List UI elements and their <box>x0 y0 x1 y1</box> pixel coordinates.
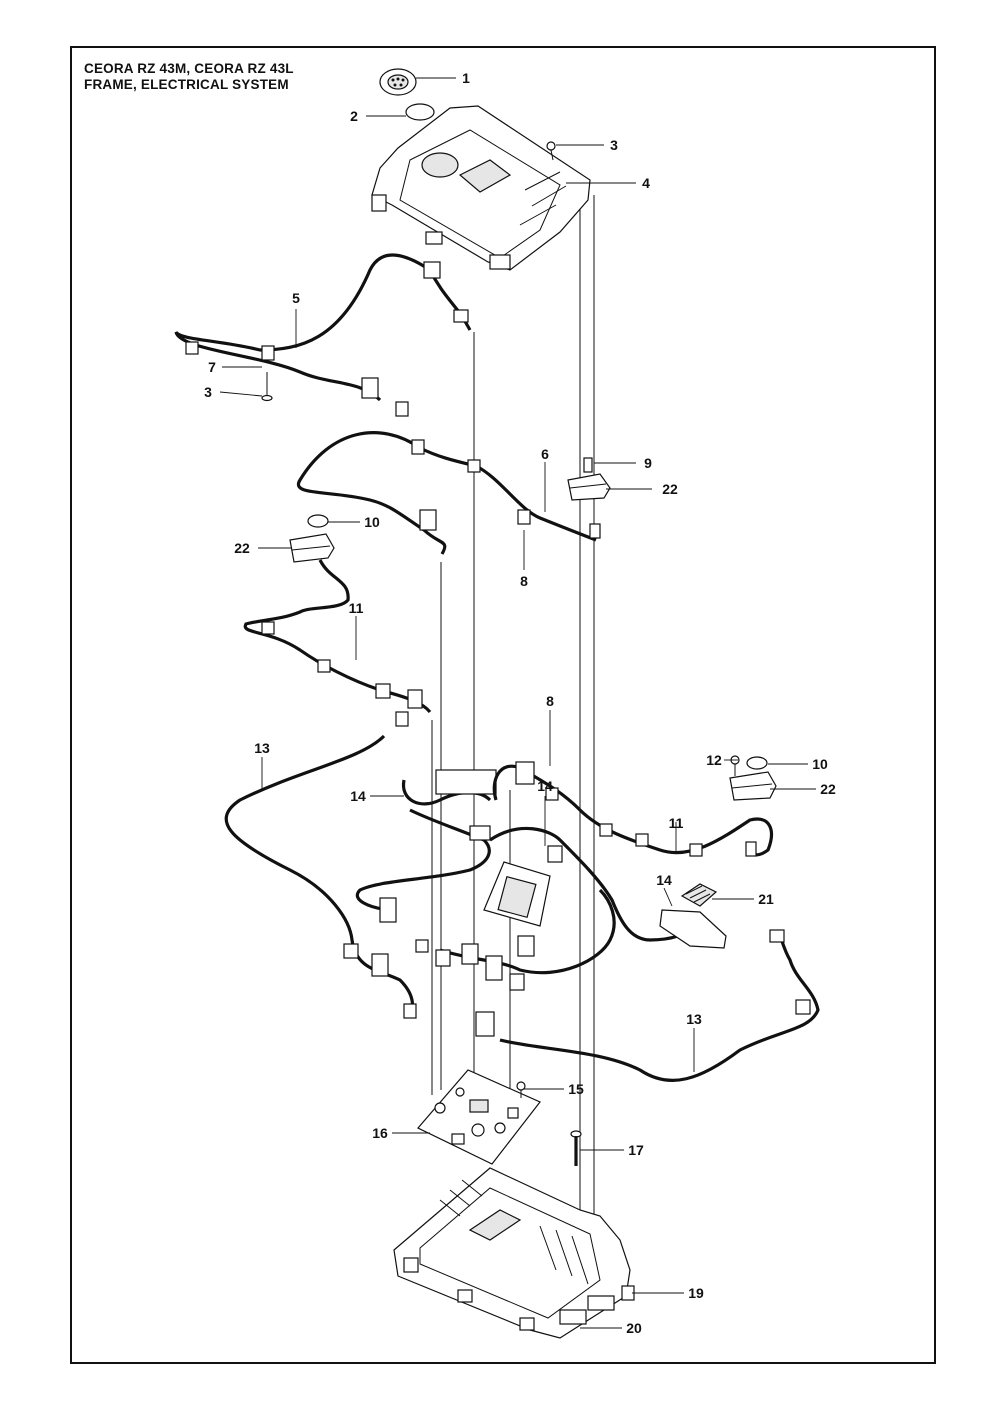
part-11-harness-right <box>492 761 773 857</box>
callout-8-upper: 8 <box>520 573 528 589</box>
callout-14-left: 14 <box>350 788 366 804</box>
part-11-harness-left <box>243 559 432 727</box>
callout-6: 6 <box>541 446 549 462</box>
callout-3-left: 3 <box>204 384 212 400</box>
callout-10-left: 10 <box>364 514 380 530</box>
callout-14-right: 14 <box>656 872 672 888</box>
callout-22-right: 22 <box>820 781 836 797</box>
callout-21: 21 <box>758 891 774 907</box>
callout-9: 9 <box>644 455 652 471</box>
part-10-magnet-right <box>746 756 768 770</box>
callout-8-lower: 8 <box>546 693 554 709</box>
callout-7: 7 <box>208 359 216 375</box>
callout-2: 2 <box>350 108 358 124</box>
callout-11-left: 11 <box>349 600 364 616</box>
part-4-top-frame <box>371 105 591 271</box>
callout-11-right: 11 <box>669 815 684 831</box>
part-16-circuit-board <box>417 1069 541 1165</box>
part-10-magnet-left <box>307 514 329 528</box>
title-section: FRAME, ELECTRICAL SYSTEM <box>84 77 289 92</box>
part-9-pin <box>583 457 593 473</box>
part-1-cable-cap <box>379 68 417 96</box>
part-2-seal <box>405 103 435 121</box>
callout-4: 4 <box>642 175 650 191</box>
callout-16: 16 <box>372 1125 388 1141</box>
drawing-frame <box>70 46 936 1364</box>
part-14-harness-center <box>355 769 701 991</box>
callout-3-top: 3 <box>610 137 618 153</box>
part-15-screw <box>516 1081 526 1098</box>
part-5-harness <box>174 253 472 417</box>
callout-22-left: 22 <box>234 540 250 556</box>
callout-12: 12 <box>706 752 722 768</box>
part-20-chassis <box>393 1167 631 1339</box>
callout-14-center: 14 <box>537 778 553 794</box>
callout-5: 5 <box>292 290 300 306</box>
callout-labels: 1 2 3 4 5 7 3 9 6 22 10 22 8 11 8 12 10 … <box>204 70 836 1336</box>
callout-22-upper: 22 <box>662 481 678 497</box>
callout-15: 15 <box>568 1081 584 1097</box>
callout-13-right: 13 <box>686 1011 702 1027</box>
part-3-screw-top <box>546 141 556 161</box>
part-13-harness-long <box>224 734 820 1082</box>
callout-17: 17 <box>628 1142 644 1158</box>
part-3-screw-left <box>261 372 273 402</box>
part-22-sensor-left <box>289 533 335 563</box>
title-models: CEORA RZ 43M, CEORA RZ 43L <box>84 61 294 76</box>
callout-1: 1 <box>462 70 470 86</box>
callout-10-right: 10 <box>812 756 828 772</box>
diagram-title: CEORA RZ 43M, CEORA RZ 43L FRAME, ELECTR… <box>84 61 294 93</box>
part-22-sensor-upper <box>567 473 611 501</box>
part-6-harness <box>296 431 601 555</box>
callout-19: 19 <box>688 1285 704 1301</box>
part-21-switch <box>659 883 727 949</box>
leader-lines <box>219 77 816 1329</box>
part-14-connector-block <box>483 861 551 927</box>
callout-13-left: 13 <box>254 740 270 756</box>
callout-20: 20 <box>626 1320 642 1336</box>
part-17-bolt <box>570 1130 582 1166</box>
part-12-screw <box>730 755 740 776</box>
part-22-sensor-right <box>729 771 777 801</box>
